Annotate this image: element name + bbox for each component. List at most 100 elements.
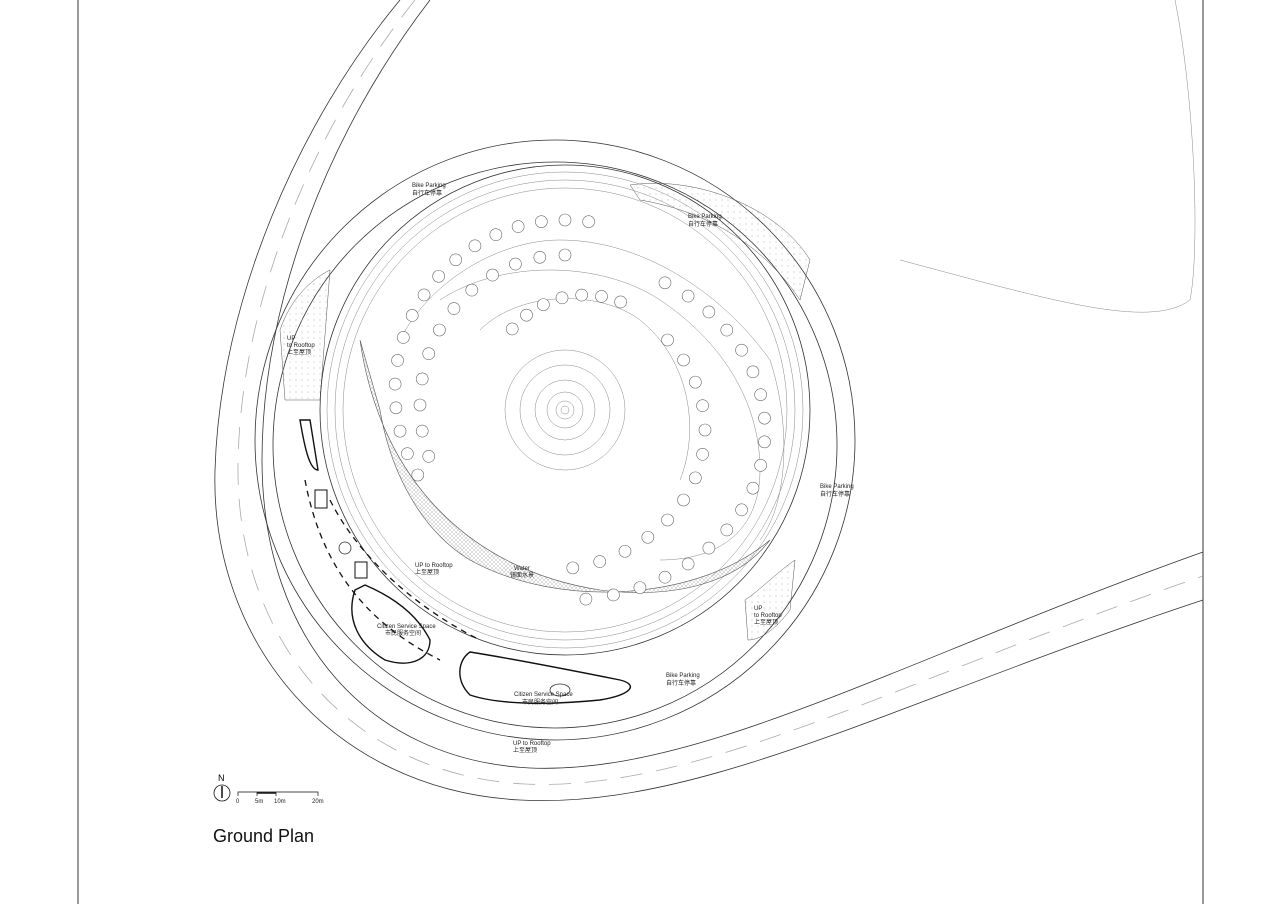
tree-icon	[393, 424, 407, 438]
tree-icon	[537, 298, 550, 311]
water-label-zh: 镜面水景	[510, 571, 534, 579]
up-rooftop-label-zh: 上至屋顶	[287, 348, 311, 356]
up-rooftop-label-zh: 上至屋顶	[513, 746, 537, 754]
tree-icon	[417, 288, 431, 302]
tree-icon	[509, 257, 522, 271]
tree-icon	[433, 323, 446, 337]
up-rooftop-label: UP	[287, 336, 295, 342]
tree-icon	[735, 503, 748, 517]
tree-icon	[447, 302, 461, 315]
citizen-service-label-zh: 市民服务空间	[385, 629, 421, 637]
citizen-service-label-zh: 市民服务空间	[522, 698, 558, 706]
tree-icon	[661, 513, 674, 527]
north-label: N	[218, 773, 225, 783]
tree-icon	[449, 253, 463, 267]
tree-icon	[658, 276, 672, 290]
bike-parking-label: Bike Parking	[688, 214, 722, 220]
scale-tick: 0	[236, 799, 240, 805]
up-rooftop-label-zh: 上至屋顶	[754, 618, 778, 626]
tree-icon	[575, 288, 588, 302]
tree-icon	[618, 544, 632, 558]
tree-icon	[689, 375, 702, 389]
water-label: Water	[514, 566, 530, 572]
tree-icon	[388, 377, 402, 391]
bike-parking-label-zh: 自行车停靠	[688, 220, 718, 228]
tree-icon	[535, 215, 548, 228]
tree-icon	[465, 283, 479, 297]
road	[214, 0, 1204, 802]
bike-parking-label: Bike Parking	[412, 183, 446, 189]
tree-icon	[758, 435, 771, 449]
scale-tick: 10m	[274, 799, 286, 805]
tree-icon	[415, 372, 429, 386]
tree-icon	[489, 228, 503, 241]
tree-icon	[389, 401, 403, 415]
tree-icon	[579, 592, 593, 606]
tree-icon	[746, 365, 760, 379]
up-rooftop-label-2: to Rooftop	[287, 343, 315, 349]
tree-icon	[555, 291, 569, 305]
up-rooftop-label: UP to Rooftop	[513, 741, 551, 747]
tree-icon	[677, 493, 690, 507]
tree-icon	[558, 248, 572, 262]
tree-icon	[401, 447, 414, 460]
up-rooftop-label-zh: 上至屋顶	[415, 568, 439, 576]
tree-icon	[607, 588, 620, 602]
water-pool	[359, 339, 771, 593]
tree-icon	[698, 423, 712, 437]
tree-icon	[511, 220, 525, 233]
plan-labels: Bike Parking 自行车停靠 Bike Parking 自行车停靠 Bi…	[287, 183, 854, 754]
tree-icon	[689, 471, 702, 485]
tree-icon	[533, 250, 547, 264]
tree-icon	[720, 523, 734, 537]
bike-parking-label: Bike Parking	[820, 484, 854, 490]
tree-icon	[702, 305, 716, 319]
citizen-service-label: Citizen Service Space	[377, 624, 436, 630]
tree-icon	[422, 450, 436, 463]
tree-icon	[614, 295, 627, 309]
tree-icon	[520, 308, 533, 322]
tree-icon	[415, 424, 429, 438]
scale-tick: 20m	[312, 799, 324, 805]
tree-icon	[658, 570, 672, 584]
tree-icon	[468, 239, 482, 253]
tree-icon	[558, 213, 572, 227]
up-rooftop-label: UP	[754, 606, 762, 612]
scale-bar: 0 5m 10m 20m	[236, 791, 324, 805]
scale-tick: 5m	[255, 799, 263, 805]
tree-icon	[677, 353, 690, 367]
tree-icon	[505, 322, 519, 336]
tree-icon	[641, 530, 655, 544]
north-arrow-icon: N	[213, 773, 231, 802]
tree-icon	[432, 269, 445, 283]
tree-icon	[582, 215, 595, 228]
tree-icon	[720, 323, 734, 337]
tree-icon	[754, 459, 767, 472]
up-rooftop-label-2: to Rooftop	[754, 613, 782, 619]
tree-icon	[735, 343, 748, 357]
tree-icon	[702, 541, 716, 555]
drawing-title: Ground Plan	[213, 826, 314, 846]
tree-icon	[681, 557, 695, 571]
tree-icon	[595, 290, 608, 303]
tree-icon	[391, 354, 404, 367]
bike-parking-label: Bike Parking	[666, 673, 700, 679]
up-rooftop-label: UP to Rooftop	[415, 563, 453, 569]
tree-icon	[593, 555, 607, 568]
central-garden	[319, 164, 811, 656]
tree-icon	[633, 581, 647, 594]
tree-icon	[754, 388, 767, 401]
tree-icon	[411, 468, 425, 482]
citizen-service-buildings	[299, 419, 632, 704]
tree-icon	[758, 411, 771, 425]
tree-icon	[397, 331, 410, 344]
tree-icon	[696, 399, 709, 412]
tree-icon	[405, 309, 419, 322]
tree-icon	[422, 347, 436, 360]
citizen-service-label: Citizen Service Space	[514, 692, 573, 698]
site-ring	[254, 139, 856, 741]
tree-icon	[696, 448, 709, 461]
tree-icon	[681, 289, 695, 303]
tree-icon	[413, 398, 427, 412]
tree-icon	[486, 268, 499, 282]
